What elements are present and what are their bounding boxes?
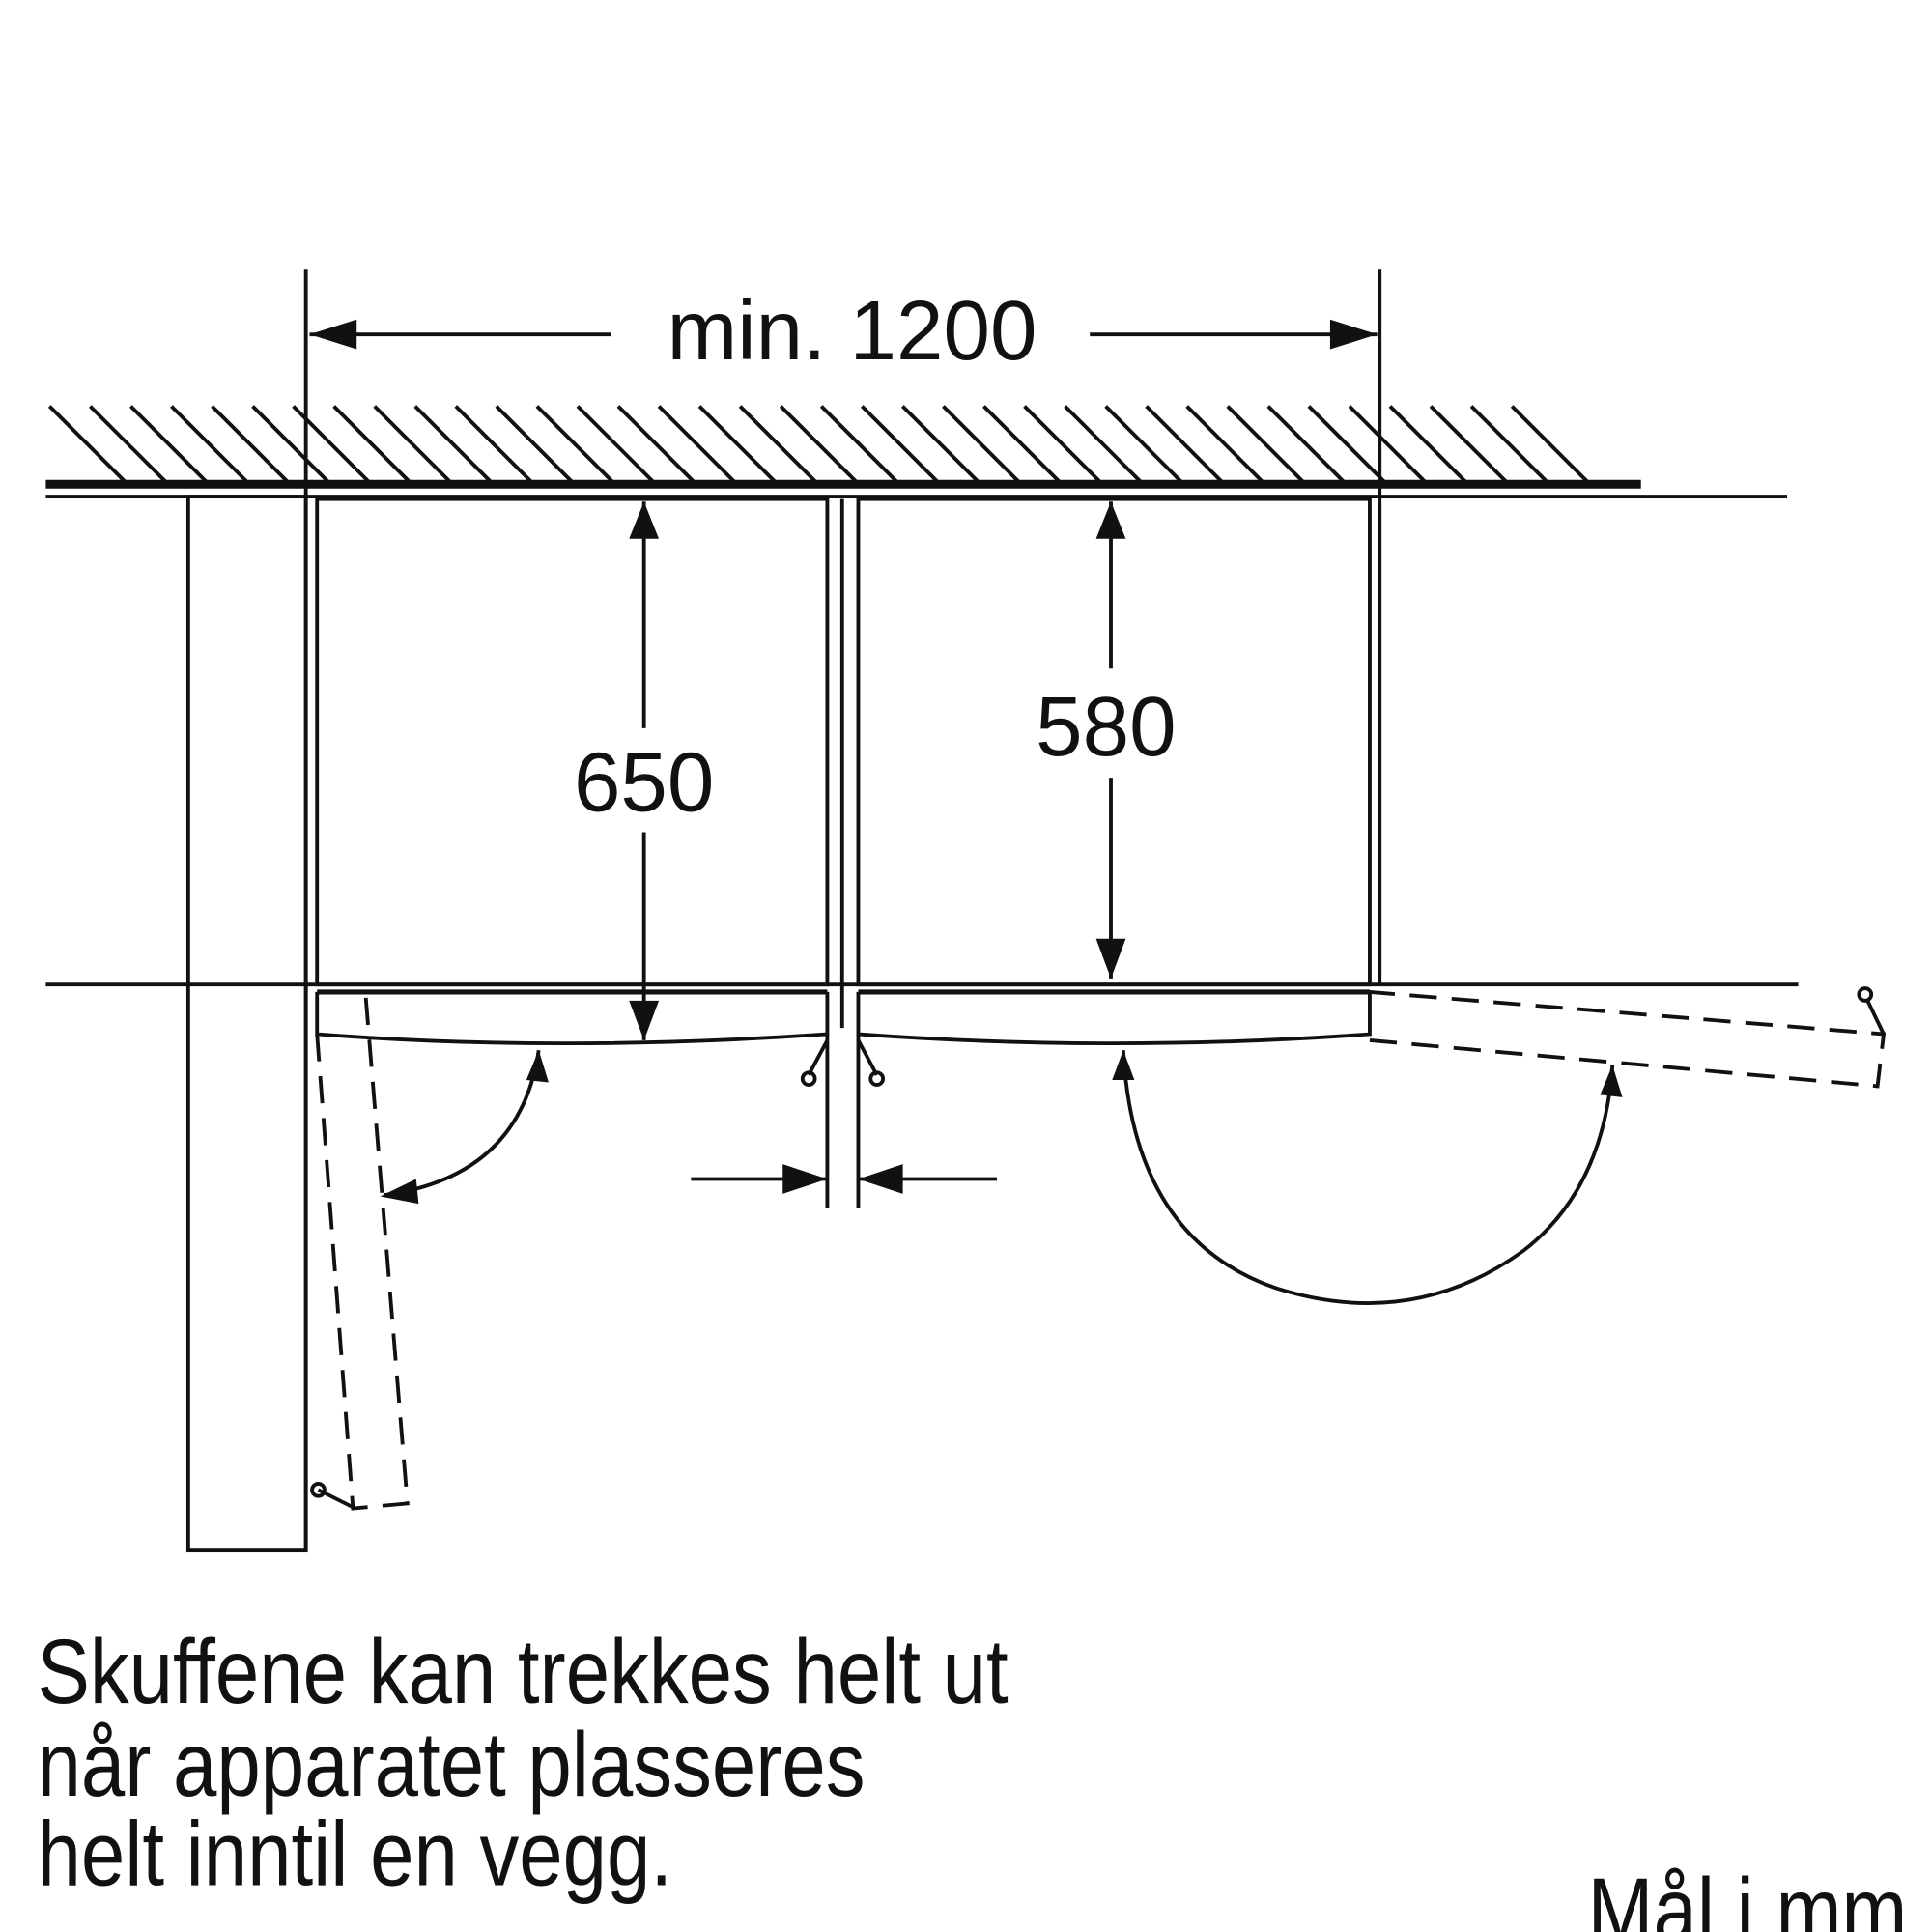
hatch-line xyxy=(1388,405,1468,485)
caption-line-1: Skuffene kan trekkes helt ut xyxy=(37,1620,1008,1722)
hatch-line xyxy=(1145,405,1225,485)
hatch-line xyxy=(738,405,819,485)
hatch-line xyxy=(616,405,696,485)
side-cabinet xyxy=(185,495,308,1553)
hatch-line xyxy=(1348,405,1428,485)
hatch-line xyxy=(819,405,900,485)
hatch-line xyxy=(1429,405,1509,485)
hatch-line xyxy=(251,405,331,485)
hatch-line xyxy=(779,405,860,485)
hatch-line xyxy=(211,405,291,485)
hatch-line xyxy=(373,405,453,485)
swing-arc-left xyxy=(384,1049,541,1198)
hatch-line xyxy=(900,405,981,485)
hatch-line xyxy=(576,405,656,485)
hatch-line xyxy=(982,405,1063,485)
door-left-open xyxy=(315,991,410,1511)
door-right xyxy=(856,991,1372,1046)
hatch-line xyxy=(413,405,494,485)
hatch-line xyxy=(129,405,210,485)
arrowheads xyxy=(309,319,1623,1205)
hatch-line xyxy=(697,405,778,485)
wall-hatching xyxy=(47,405,1590,485)
hatch-line xyxy=(942,405,1022,485)
hatch-line xyxy=(332,405,412,485)
hatch-line xyxy=(1510,405,1590,485)
hatch-line xyxy=(1104,405,1184,485)
appliance-left-body xyxy=(315,497,830,987)
hatch-line xyxy=(1266,405,1347,485)
units-note: Mål i mm xyxy=(1588,1859,1908,1932)
hatch-line xyxy=(860,405,941,485)
hatch-line xyxy=(657,405,737,485)
door-right-open xyxy=(1369,990,1887,1089)
hatch-line xyxy=(1226,405,1306,485)
swing-arc-right xyxy=(1121,1050,1615,1305)
hatch-line xyxy=(1307,405,1387,485)
door-left xyxy=(315,991,830,1046)
depth-left-label: 650 xyxy=(574,736,714,830)
hatch-line xyxy=(1023,405,1103,485)
hatch-line xyxy=(1185,405,1265,485)
hatch-line xyxy=(495,405,575,485)
hatch-line xyxy=(535,405,615,485)
hatch-line xyxy=(170,405,250,485)
hatch-line xyxy=(1469,405,1549,485)
hatch-line xyxy=(88,405,169,485)
caption-line-3: helt inntil en vegg. xyxy=(37,1803,672,1905)
min-width-label: min. 1200 xyxy=(668,284,1037,378)
appliance-right-body xyxy=(856,497,1372,987)
hatch-line xyxy=(47,405,128,485)
hatch-line xyxy=(454,405,534,485)
hatch-line xyxy=(1064,405,1144,485)
caption-line-2: når apparatet plasseres xyxy=(37,1713,865,1815)
depth-right-label: 580 xyxy=(1036,680,1176,774)
